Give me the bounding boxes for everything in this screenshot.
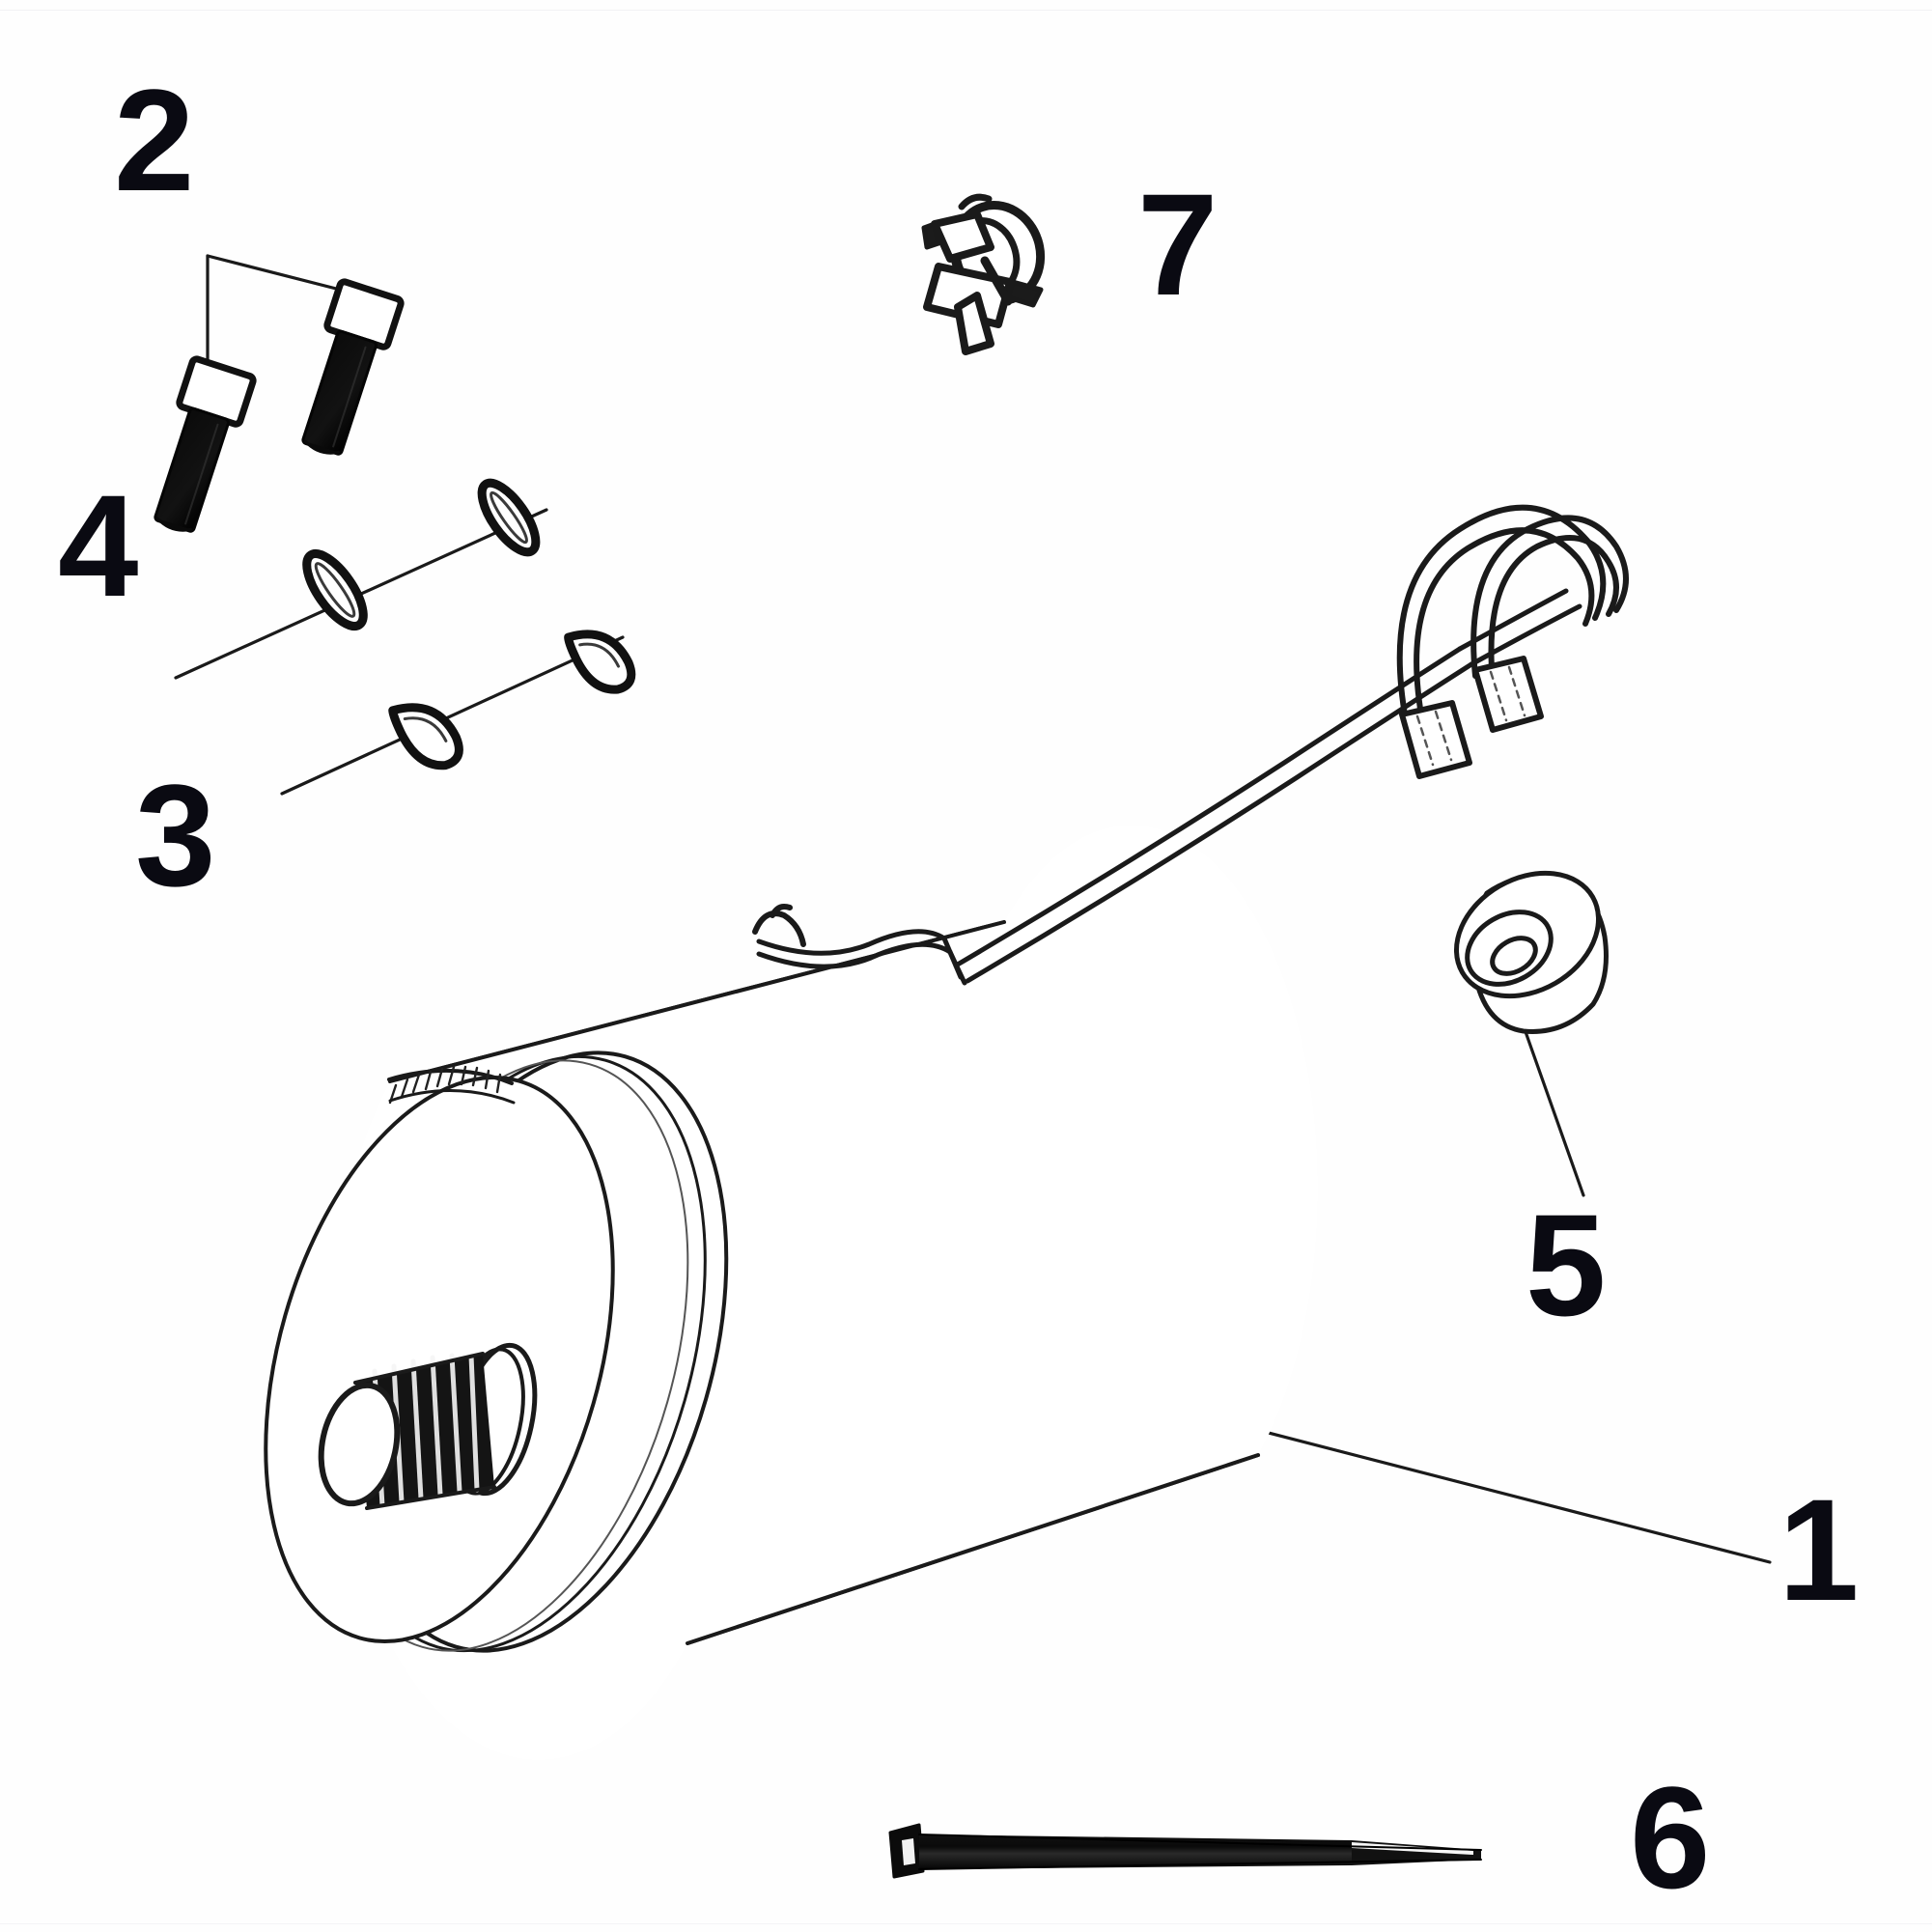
top-divider [0,10,1932,11]
part-grommet [1453,870,1609,1034]
part-pump-body [264,825,1318,1760]
gasket-lower [388,703,463,770]
leader-line-2b [206,254,350,294]
callout-label-1[interactable]: 1 [1778,1469,1859,1631]
pump-outlet-nipple [318,1342,538,1510]
callout-label-5[interactable]: 5 [1526,1184,1606,1346]
bolt-right [301,278,405,456]
callout-label-6[interactable]: 6 [1630,1756,1710,1918]
bolt-left [154,355,257,533]
bottom-divider [0,1923,1932,1924]
leader-line-3 [280,635,625,796]
gasket-upper [564,630,636,694]
callout-label-2[interactable]: 2 [114,59,194,221]
part-cable-tie [888,1823,1482,1879]
o-ring-upper [477,478,541,557]
callout-label-3[interactable]: 3 [135,754,215,916]
part-mounting-bolts [154,278,405,533]
o-ring-lower [302,549,368,630]
part-o-rings [302,478,541,630]
part-hose-clamp [921,193,1046,355]
wire-harness [752,504,1629,986]
callout-label-4[interactable]: 4 [58,464,138,627]
part-gaskets [388,630,636,770]
leader-line-5 [1522,1024,1585,1197]
callout-label-7[interactable]: 7 [1137,163,1218,325]
